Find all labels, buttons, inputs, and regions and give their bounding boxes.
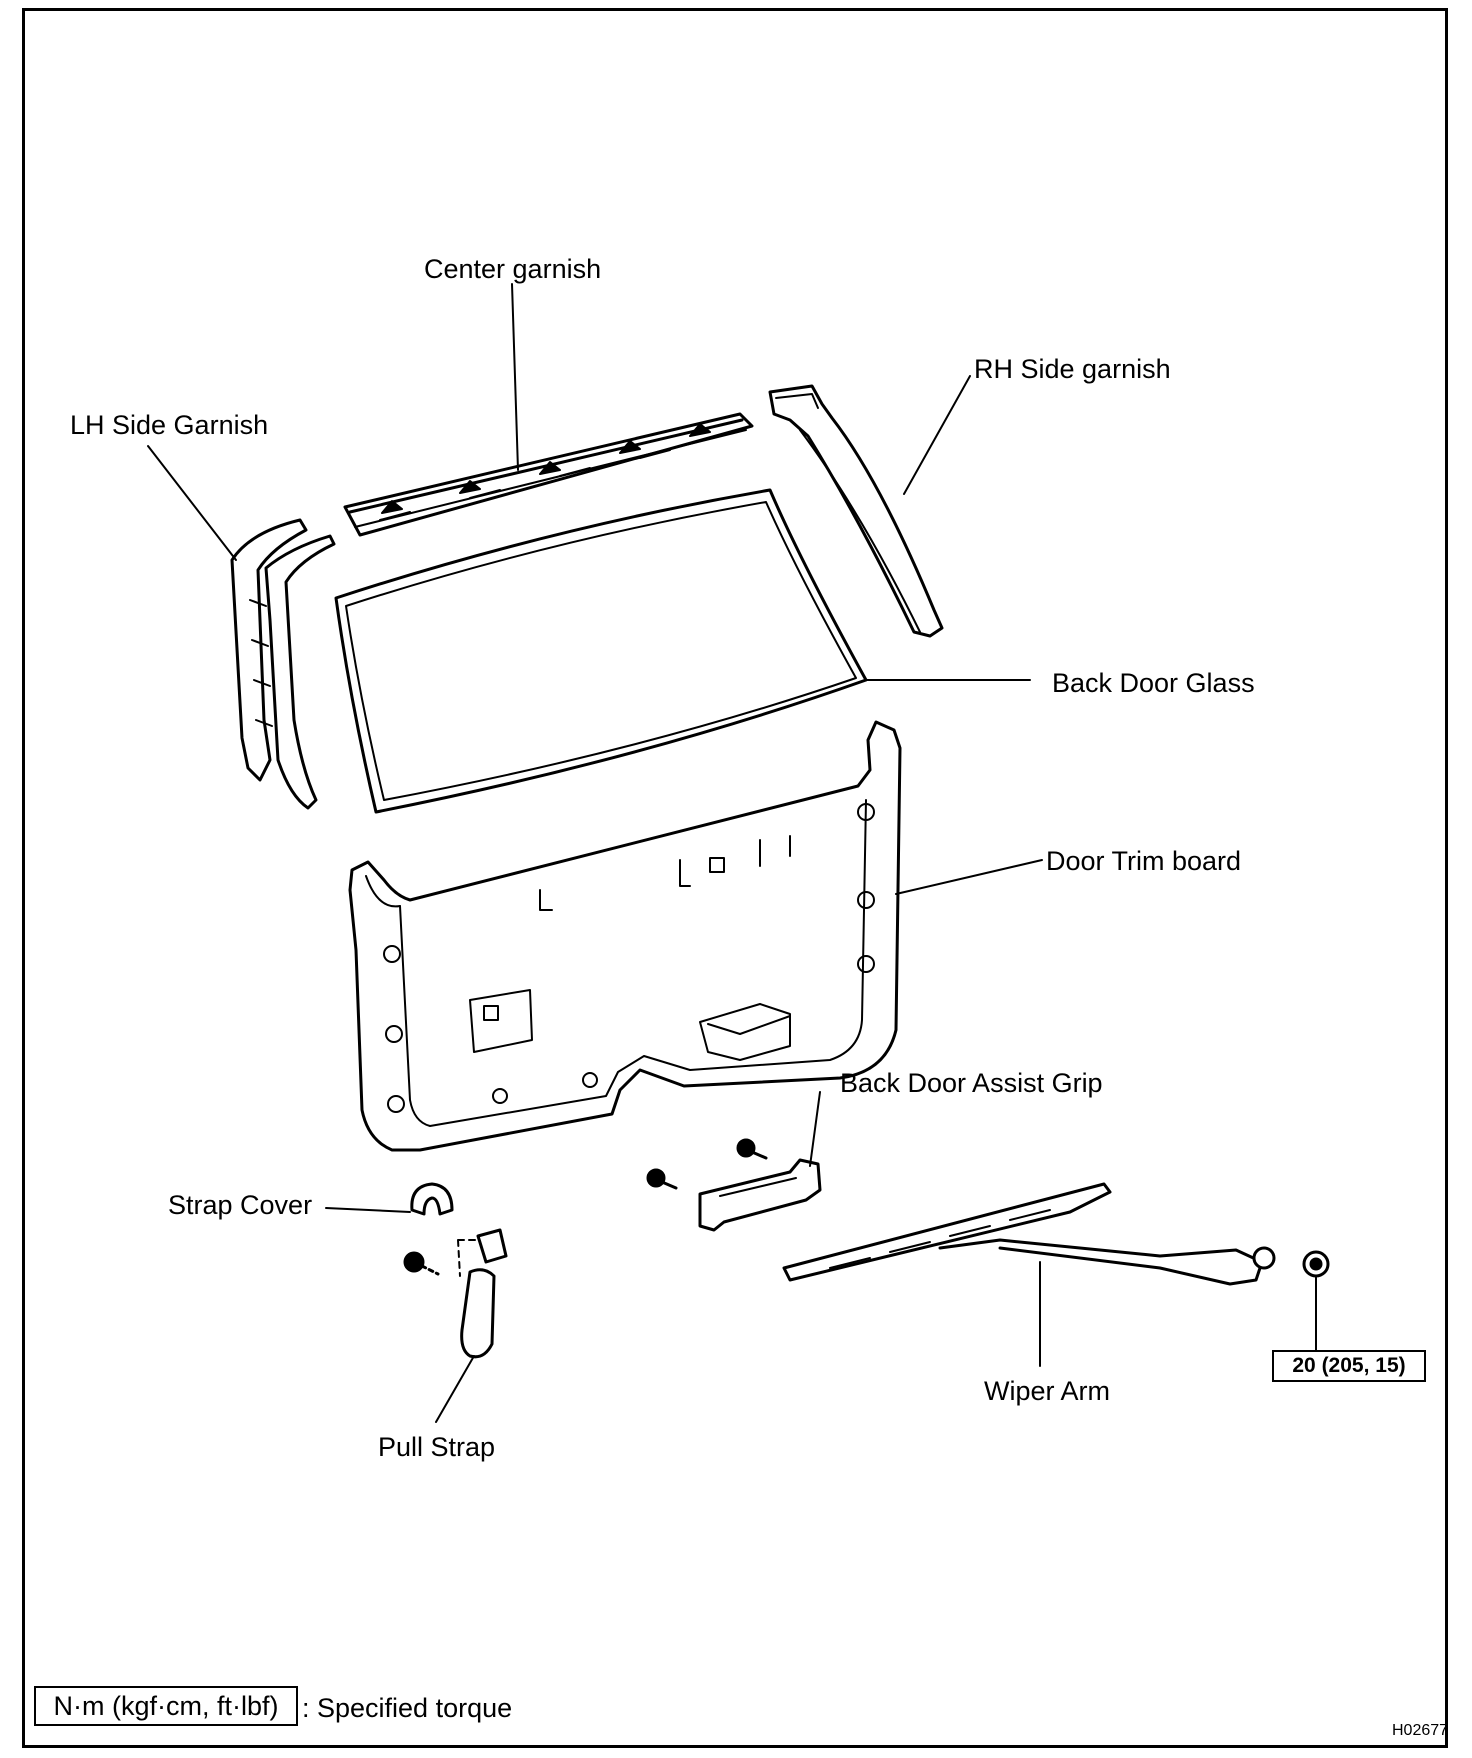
wiper-arm-part (782, 1182, 1330, 1286)
back-door-glass-label: Back Door Glass (1052, 668, 1255, 698)
center-garnish-label: Center garnish (424, 254, 602, 284)
back-door-glass-part (334, 488, 868, 814)
leader-lines (147, 283, 1317, 1423)
pull-strap-label: Pull Strap (378, 1432, 496, 1462)
center-garnish-part (343, 412, 754, 537)
lh-side-garnish-part (230, 518, 336, 810)
lh-side-garnish-label: LH Side Garnish (70, 410, 269, 440)
wiper-arm-label: Wiper Arm (984, 1376, 1111, 1406)
assist-grip-label: Back Door Assist Grip (840, 1068, 1103, 1098)
torque-legend-text: : Specified torque (302, 1693, 513, 1723)
torque-unit-box: N·m (kgf·cm, ft·lbf) (34, 1686, 298, 1726)
assist-grip-part (646, 1138, 822, 1232)
door-trim-board-part (348, 720, 902, 1152)
rh-side-garnish-label: RH Side garnish (974, 354, 1171, 384)
rh-side-garnish-part (768, 384, 944, 638)
door-trim-board-label: Door Trim board (1046, 846, 1242, 876)
strap-cover-label: Strap Cover (168, 1190, 313, 1220)
figure-code: H02677 (1392, 1722, 1449, 1739)
wiper-nut-torque-spec: 20 (205, 15) (1272, 1350, 1426, 1382)
diagram-frame (22, 8, 1448, 1748)
pull-strap-assembly (403, 1182, 508, 1359)
